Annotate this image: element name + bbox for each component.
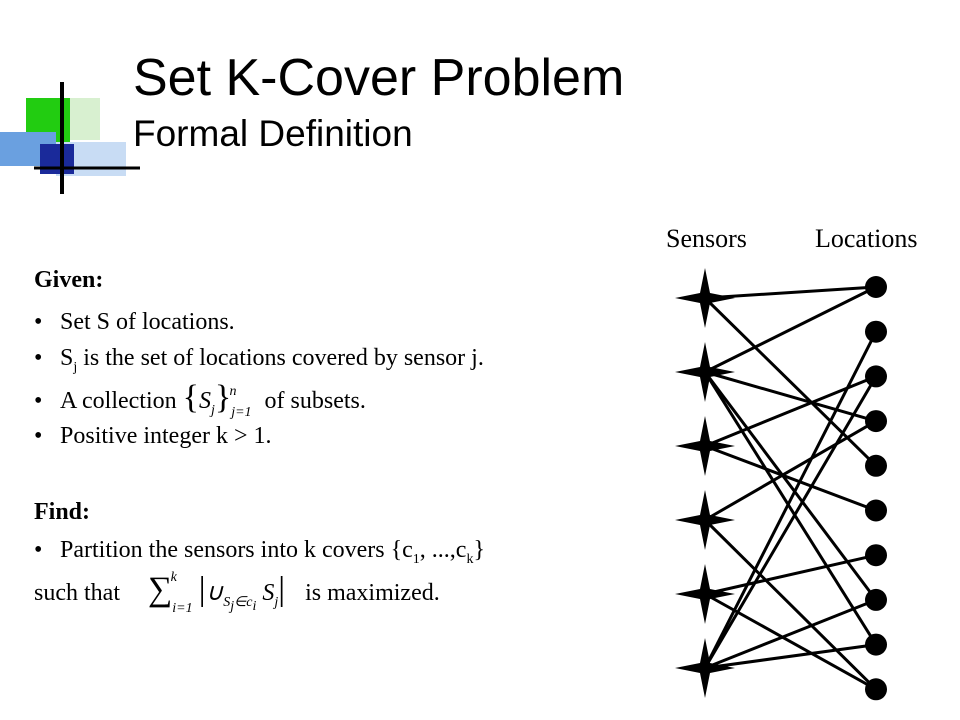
- given-bullet-3: • A collection {Sj}j=1n of subsets.: [34, 379, 366, 420]
- coverage-edge: [704, 553, 877, 596]
- objective-formula: ∑i=1k|∪Sj∈ci Sj|: [147, 570, 286, 616]
- sensor-star-icon: [675, 268, 735, 328]
- collection-formula: {Sj}j=1n: [182, 379, 252, 420]
- find-line-2-prefix: such that: [34, 580, 126, 606]
- sensor-star-icon: [675, 416, 735, 476]
- bipartite-graph: [675, 268, 887, 701]
- given-bullet-2-subscript: j: [73, 359, 78, 375]
- find-line-1-suffix: }: [473, 537, 485, 563]
- location-node: [865, 633, 887, 656]
- given-bullet-2-text: is the set of locations covered by senso…: [77, 345, 484, 371]
- coverage-edge: [704, 592, 877, 691]
- location-node: [865, 320, 887, 343]
- location-node: [865, 276, 887, 298]
- bullet-dot: •: [34, 423, 43, 449]
- given-bullet-2: • Sj is the set of locations covered by s…: [34, 342, 484, 375]
- coverage-edge: [704, 419, 877, 522]
- bullet-dot: •: [34, 309, 43, 335]
- find-line-1-sub-k: k: [466, 551, 474, 567]
- coverage-edge: [704, 370, 877, 423]
- coverage-edge: [703, 371, 878, 601]
- coverage-edge: [703, 375, 878, 669]
- find-line-2-suffix: is maximized.: [305, 580, 440, 606]
- location-node: [865, 454, 887, 477]
- location-node: [865, 588, 887, 611]
- bullet-dot: •: [34, 537, 43, 563]
- slide-title: Set K-Cover Problem: [133, 49, 625, 107]
- sensor-star-icon: [675, 490, 735, 550]
- given-heading: Given:: [34, 267, 104, 293]
- coverage-edge: [704, 598, 877, 670]
- find-heading: Find:: [34, 499, 91, 525]
- sensor-star-icon: [675, 342, 735, 402]
- given-bullet-4: • Positive integer k > 1.: [34, 420, 272, 452]
- formula-sigma: ∑: [147, 571, 173, 608]
- formula-union: ∪: [205, 580, 224, 606]
- location-node: [865, 499, 887, 522]
- given-bullet-3-prefix: A collection: [60, 388, 183, 414]
- formula-brace-open: {: [182, 379, 199, 416]
- location-node: [865, 544, 887, 567]
- location-node: [865, 365, 887, 388]
- location-node: [865, 410, 887, 433]
- slide-subtitle: Formal Definition: [133, 113, 413, 154]
- coverage-edge: [703, 371, 878, 646]
- bullet-dot: •: [34, 388, 43, 414]
- sensors-label: Sensors: [666, 224, 747, 253]
- formula-abs-close: |: [278, 571, 286, 608]
- formula-brace-close: }: [214, 379, 232, 416]
- find-line-1-sub-1: 1: [412, 551, 420, 567]
- coverage-edge: [704, 643, 877, 670]
- sensor-star-icon: [675, 564, 735, 624]
- find-line-2: such that ∑i=1k|∪Sj∈ci Sj| is maximized.: [34, 570, 440, 616]
- find-line-1-mid: , ...,c: [419, 537, 467, 563]
- locations-label: Locations: [815, 224, 918, 253]
- formula-abs-open: |: [198, 571, 206, 608]
- location-node: [865, 678, 887, 701]
- coverage-edge: [704, 444, 877, 512]
- sensor-star-icon: [675, 638, 735, 698]
- bullet-dot: •: [34, 345, 43, 371]
- corner-decoration: [0, 82, 140, 194]
- given-bullet-3-suffix: of subsets.: [258, 388, 366, 414]
- light-green-square: [70, 98, 100, 140]
- find-line-1-prefix: Partition the sensors into k covers {c: [60, 537, 413, 563]
- coverage-edge: [703, 331, 878, 669]
- given-bullet-4-text: Positive integer k > 1.: [60, 423, 272, 449]
- coverage-edge: [704, 285, 877, 300]
- find-line-1: • Partition the sensors into k covers {c1…: [34, 534, 485, 567]
- coverage-edge: [703, 518, 878, 691]
- coverage-edge: [704, 285, 877, 374]
- given-bullet-1-text: Set S of locations.: [60, 309, 235, 335]
- given-bullet-1: • Set S of locations.: [34, 306, 235, 338]
- given-bullet-2-prefix: S: [60, 345, 74, 371]
